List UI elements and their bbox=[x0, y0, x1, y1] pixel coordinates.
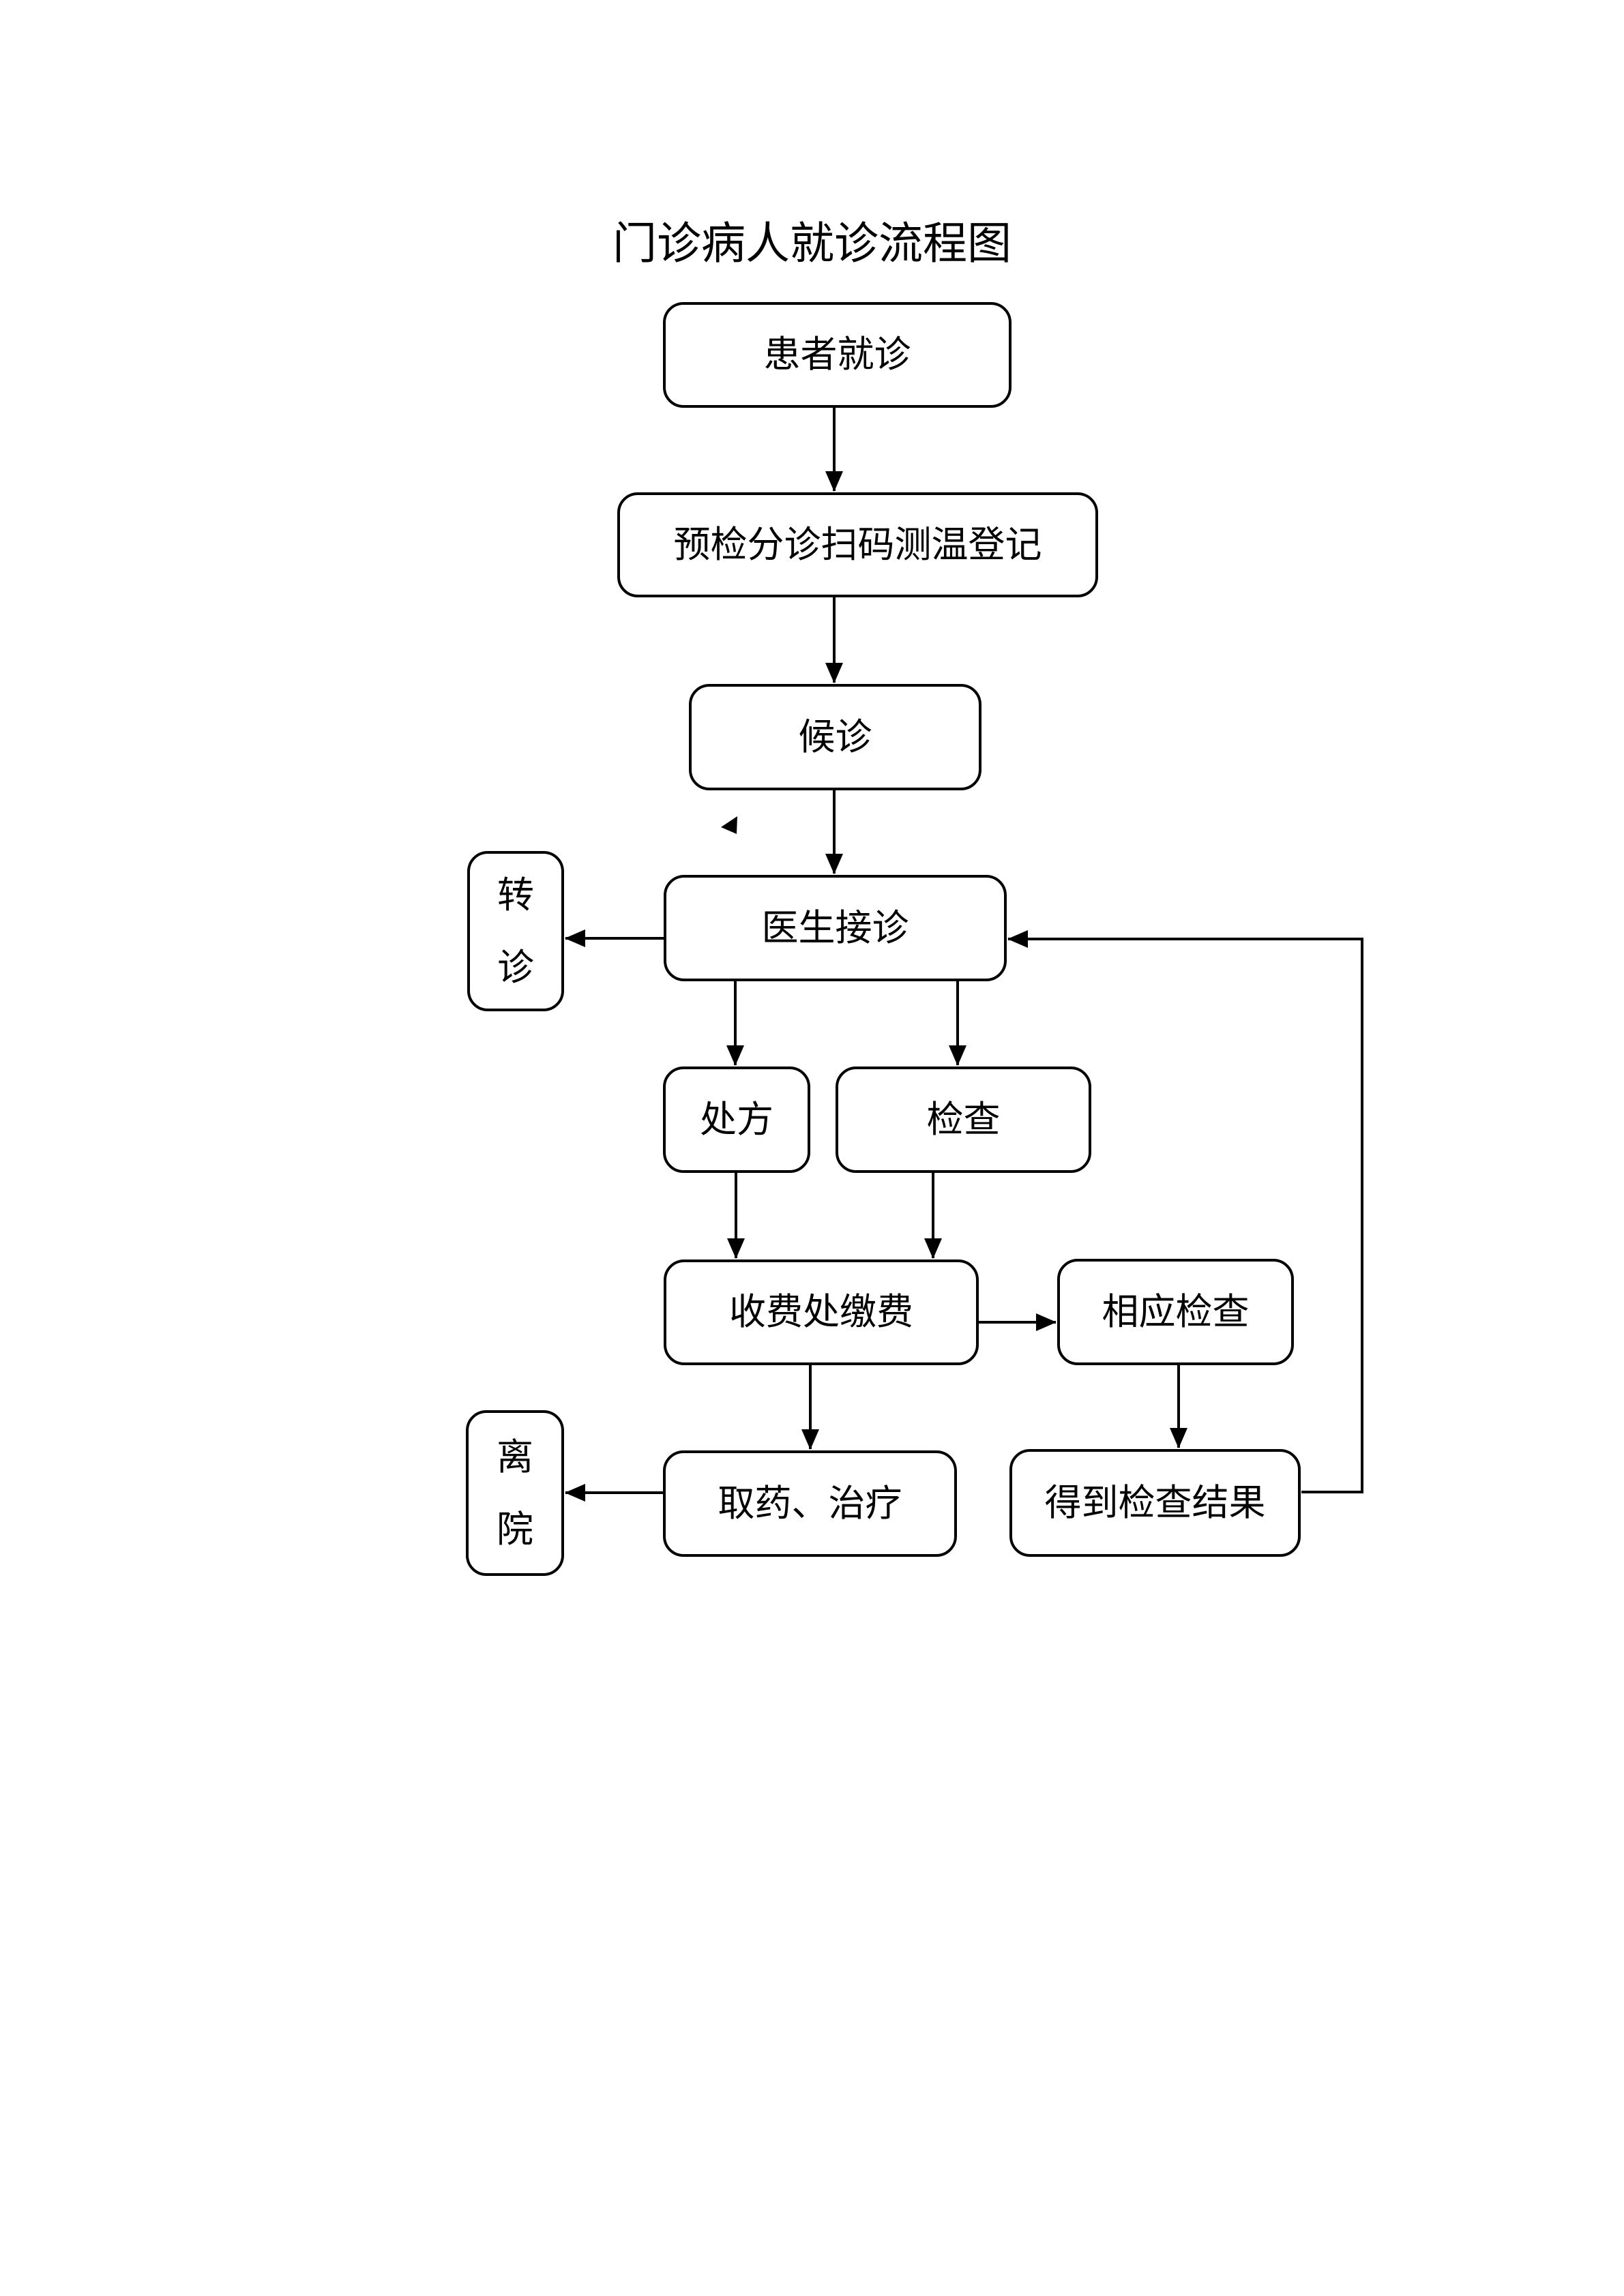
node-prescription-label: 处方 bbox=[700, 1097, 773, 1141]
node-precheck-label: 预检分诊扫码测温登记 bbox=[673, 522, 1042, 566]
node-patient: 患者就诊 bbox=[663, 302, 1012, 408]
node-medicine: 取药、治疗 bbox=[663, 1450, 957, 1557]
node-prescription: 处方 bbox=[663, 1067, 810, 1173]
node-referral-label: 转诊 bbox=[497, 874, 534, 989]
node-precheck: 预检分诊扫码测温登记 bbox=[617, 492, 1098, 597]
node-waiting: 候诊 bbox=[689, 684, 981, 790]
node-leave-label: 离院 bbox=[497, 1435, 533, 1551]
node-result: 得到检查结果 bbox=[1009, 1449, 1301, 1557]
node-waiting-label: 候诊 bbox=[798, 715, 872, 758]
edge-result-doctor-feedback bbox=[1007, 930, 1363, 1493]
node-leave: 离院 bbox=[466, 1410, 564, 1576]
node-medicine-label: 取药、治疗 bbox=[718, 1481, 902, 1525]
node-result-label: 得到检查结果 bbox=[1044, 1480, 1266, 1524]
node-doctor: 医生接诊 bbox=[664, 875, 1007, 981]
node-check: 检查 bbox=[836, 1067, 1091, 1173]
node-corresponding-check-label: 相应检查 bbox=[1102, 1289, 1250, 1333]
node-referral: 转诊 bbox=[467, 851, 564, 1011]
node-patient-label: 患者就诊 bbox=[763, 333, 911, 376]
node-pay-label: 收费处缴费 bbox=[729, 1290, 913, 1334]
node-corresponding-check: 相应检查 bbox=[1057, 1259, 1294, 1365]
node-doctor-label: 医生接诊 bbox=[761, 906, 909, 949]
node-check-label: 检查 bbox=[926, 1097, 1001, 1141]
page-title: 门诊病人就诊流程图 bbox=[612, 218, 1012, 269]
stray-arrowhead bbox=[721, 816, 737, 834]
node-pay: 收费处缴费 bbox=[664, 1259, 979, 1365]
